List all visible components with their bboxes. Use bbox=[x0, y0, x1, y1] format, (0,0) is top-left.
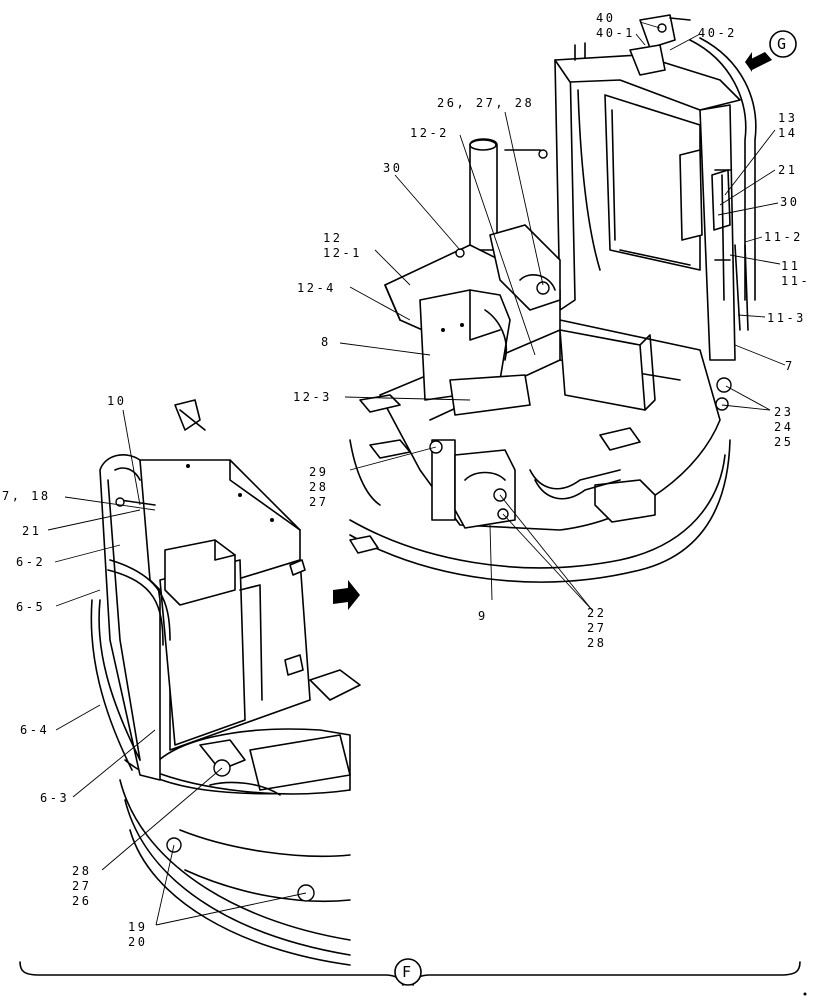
view-g-label: G bbox=[777, 35, 786, 53]
view-f-label: F bbox=[402, 963, 411, 981]
leader-lines bbox=[47, 21, 786, 926]
label-9: 9 bbox=[478, 609, 488, 623]
label-25: 25 bbox=[774, 435, 793, 449]
label-21-right: 21 bbox=[778, 163, 797, 177]
label-40-2: 40-2 bbox=[698, 26, 737, 40]
label-11: 11 bbox=[781, 259, 800, 273]
label-40: 40 bbox=[596, 11, 615, 25]
label-6-2: 6-2 bbox=[16, 555, 45, 569]
label-12-4: 12-4 bbox=[297, 281, 336, 295]
label-13: 13 bbox=[778, 111, 797, 125]
label-7-right: 7 bbox=[785, 359, 795, 373]
label-14: 14 bbox=[778, 126, 797, 140]
label-12-3: 12-3 bbox=[293, 390, 332, 404]
label-27-mid: 27 bbox=[309, 495, 328, 509]
view-f-bracket: F bbox=[19, 958, 807, 996]
label-12: 12 bbox=[323, 231, 342, 245]
label-27-low: 27 bbox=[587, 621, 606, 635]
label-29: 29 bbox=[309, 465, 328, 479]
lower-frame-assembly bbox=[90, 399, 361, 966]
upper-frame-assembly bbox=[333, 14, 772, 610]
label-6-3: 6-3 bbox=[40, 791, 69, 805]
label-27-bot: 27 bbox=[72, 879, 91, 893]
view-g-marker bbox=[769, 30, 797, 58]
label-26-bot: 26 bbox=[72, 894, 91, 908]
label-24: 24 bbox=[774, 420, 793, 434]
label-30-top: 30 bbox=[383, 161, 402, 175]
label-20: 20 bbox=[128, 935, 147, 949]
label-28-bot: 28 bbox=[72, 864, 91, 878]
label-7-18: 7, 18 bbox=[2, 489, 51, 503]
label-22: 22 bbox=[587, 606, 606, 620]
label-6-4: 6-4 bbox=[20, 723, 49, 737]
label-11-cut: 11- bbox=[781, 274, 810, 288]
label-12-2: 12-2 bbox=[410, 126, 449, 140]
label-28-mid: 28 bbox=[309, 480, 328, 494]
label-28-low: 28 bbox=[587, 636, 606, 650]
label-21-left: 21 bbox=[22, 524, 41, 538]
label-23: 23 bbox=[774, 405, 793, 419]
callout-labels: 40 40-1 40-2 26, 27, 28 12-2 30 12 12-1 … bbox=[2, 11, 810, 949]
label-6-5: 6-5 bbox=[16, 600, 45, 614]
label-19: 19 bbox=[128, 920, 147, 934]
label-30-right: 30 bbox=[780, 195, 799, 209]
label-10: 10 bbox=[107, 394, 126, 408]
label-11-3: 11-3 bbox=[767, 311, 806, 325]
label-12-1: 12-1 bbox=[323, 246, 362, 260]
label-8: 8 bbox=[321, 335, 331, 349]
label-26-27-28-top: 26, 27, 28 bbox=[437, 96, 534, 110]
label-40-1: 40-1 bbox=[596, 26, 635, 40]
label-11-2: 11-2 bbox=[764, 230, 803, 244]
